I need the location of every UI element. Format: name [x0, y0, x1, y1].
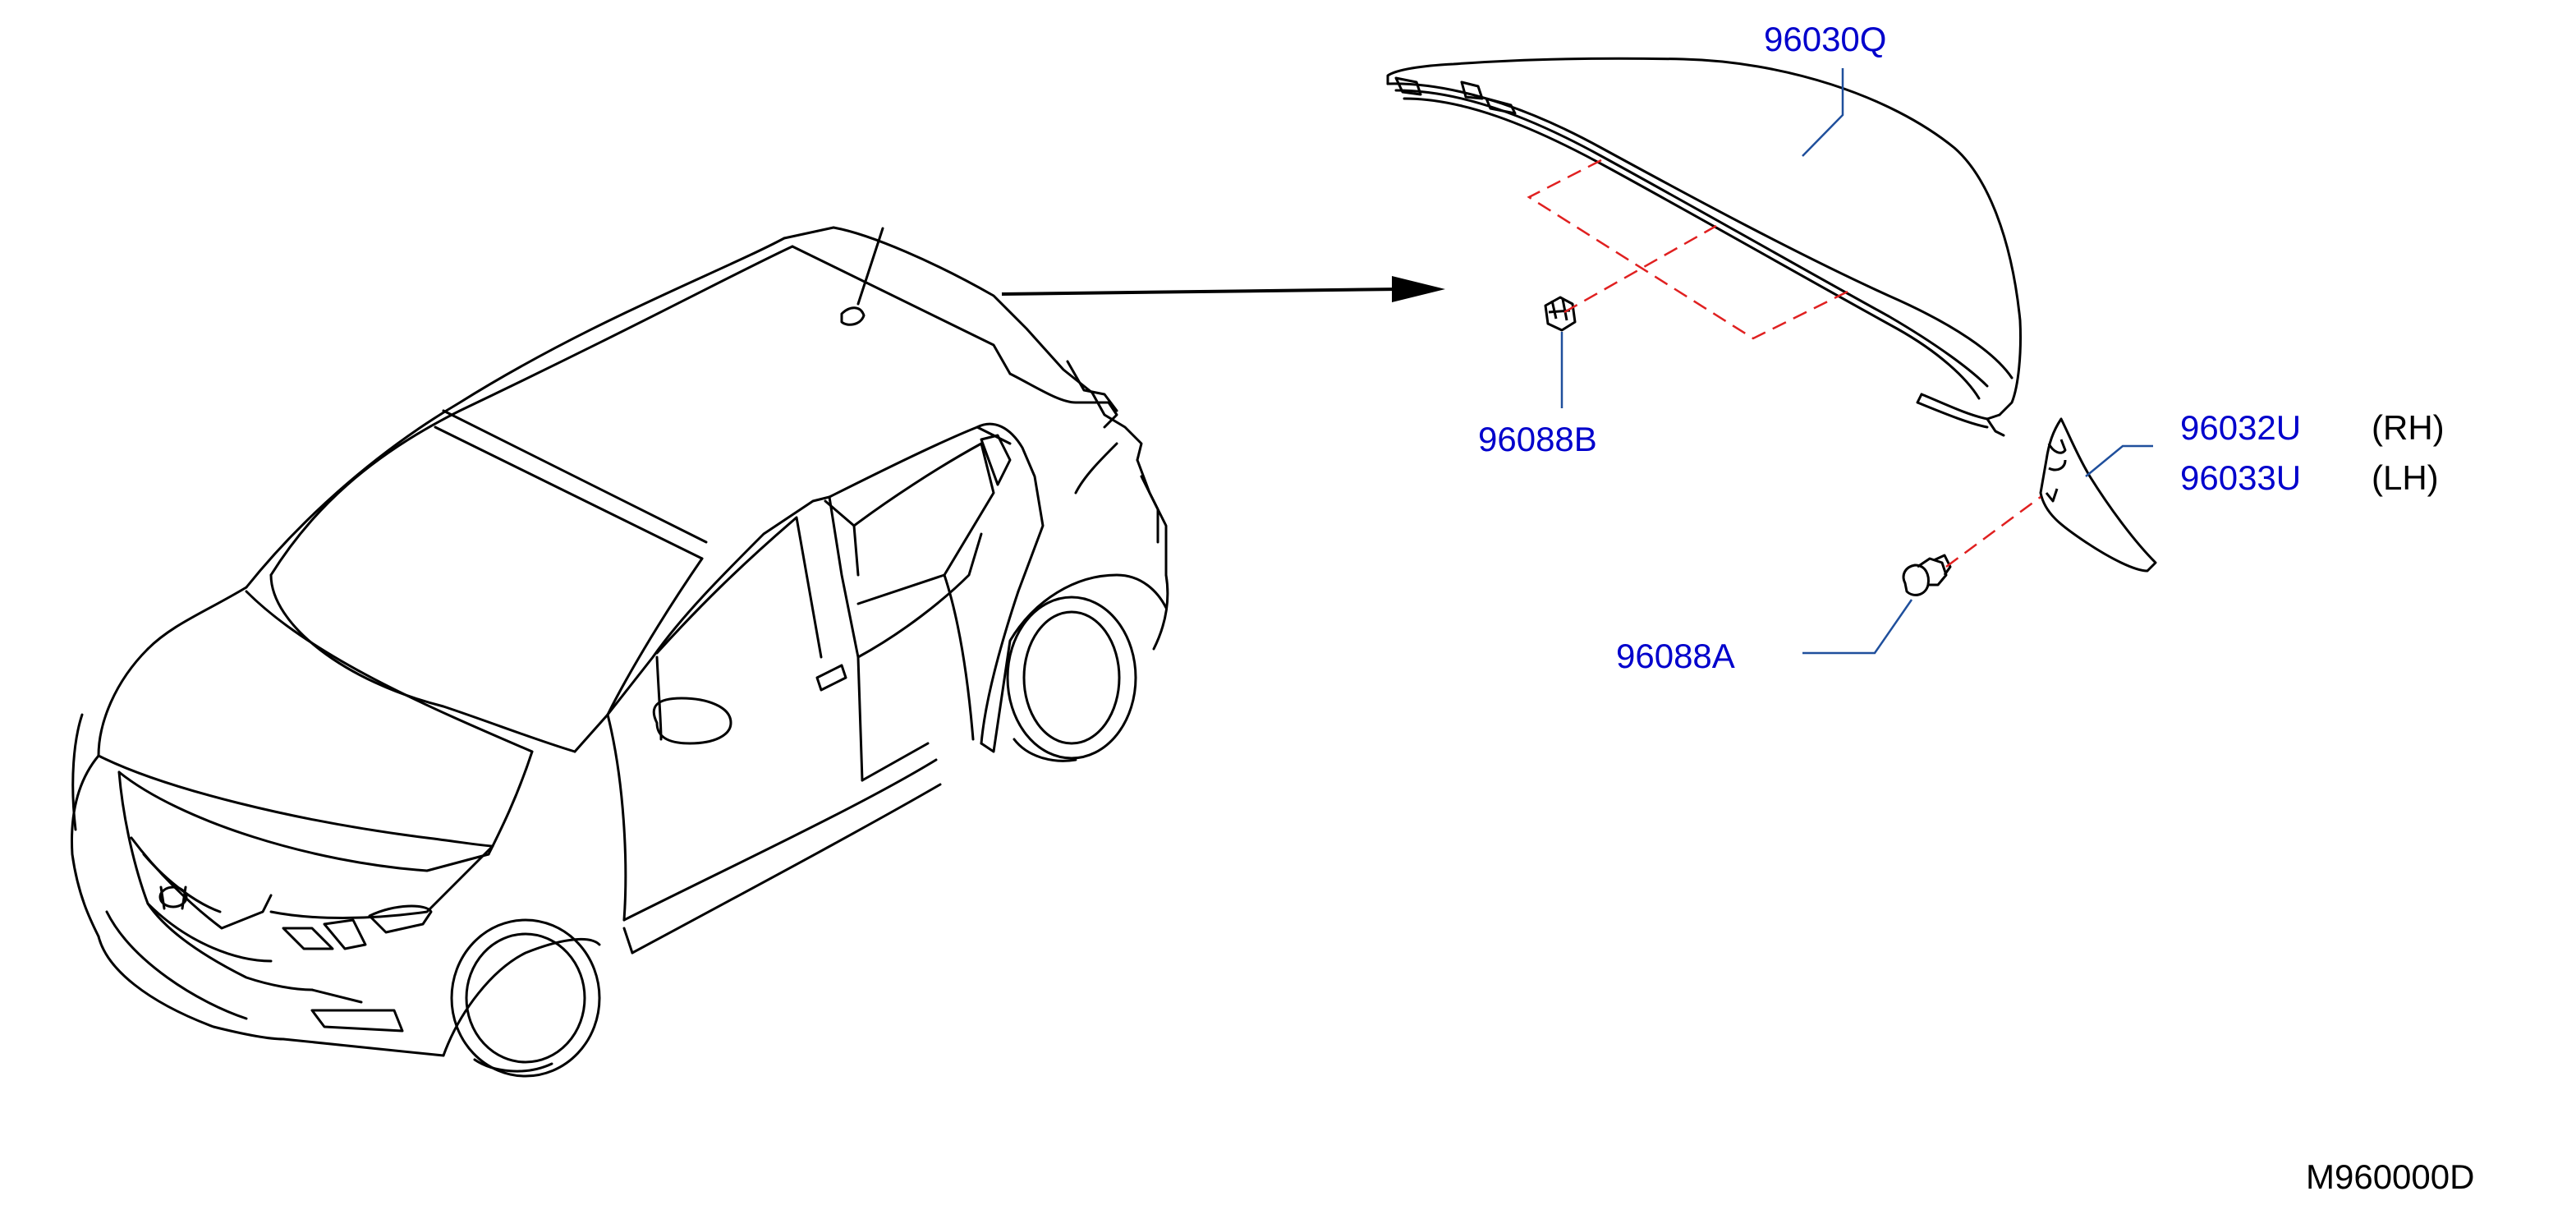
- rear-spoiler: [1386, 57, 2023, 437]
- car-illustration: [71, 226, 1169, 1078]
- callout-96030q: 96030Q: [1764, 20, 1886, 58]
- diagram-code: M960000D: [2306, 1157, 2474, 1196]
- side-cover-shape: [2039, 417, 2157, 573]
- pointer-arrow: [1001, 276, 1445, 302]
- clip-96088b-shape: [1544, 296, 1577, 332]
- rh-label: (RH): [2372, 408, 2445, 447]
- installation-dashed-lines: [1527, 159, 2041, 568]
- callout-96088b: 96088B: [1478, 420, 1597, 458]
- leader-lines: [1560, 68, 2153, 655]
- callout-96032u: 96032U: [2180, 408, 2301, 447]
- callout-96033u: 96033U: [2180, 458, 2301, 497]
- lh-label: (LH): [2372, 458, 2439, 497]
- clip-96088a-shape: [1902, 554, 1952, 596]
- callout-96088a: 96088A: [1616, 637, 1735, 675]
